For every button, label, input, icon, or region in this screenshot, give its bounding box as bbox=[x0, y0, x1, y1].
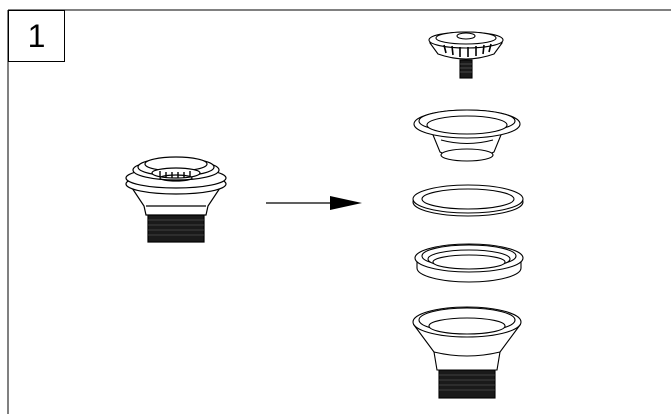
step-number: 1 bbox=[8, 10, 65, 62]
flange-icon bbox=[413, 109, 521, 162]
locking-nut-ring-icon bbox=[414, 243, 524, 283]
panel-border bbox=[7, 9, 671, 414]
drain-body-icon bbox=[412, 306, 522, 399]
right-arrow-icon bbox=[266, 196, 362, 210]
strainer-basket-icon bbox=[428, 31, 504, 79]
sealing-ring-icon bbox=[412, 184, 524, 217]
assembled-strainer-icon bbox=[125, 156, 227, 243]
